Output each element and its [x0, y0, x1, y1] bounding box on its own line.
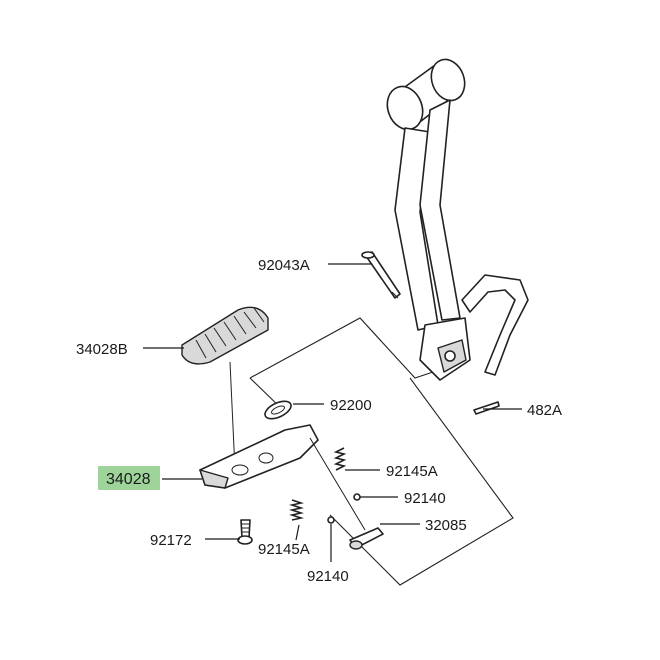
label-92140-bottom: 92140 [307, 568, 349, 585]
part-labels: 92043A 34028B 92200 482A 34028 92145A 92… [76, 257, 562, 585]
label-34028b: 34028B [76, 341, 128, 358]
label-92145a-right: 92145A [386, 463, 438, 480]
pin-92043a [361, 251, 401, 299]
label-92140-right: 92140 [404, 490, 446, 507]
bolt-92172 [237, 519, 253, 545]
ball-92140-right [353, 493, 361, 501]
spring-92145a-right [333, 447, 347, 471]
brake-pedal [386, 58, 529, 381]
label-92200: 92200 [330, 397, 372, 414]
label-482a: 482A [527, 402, 562, 419]
washer-92200 [264, 400, 292, 420]
label-92145a-bottom: 92145A [258, 541, 310, 558]
label-92172: 92172 [150, 532, 192, 549]
label-92043a: 92043A [258, 257, 310, 274]
footpeg-bracket-34028 [199, 424, 366, 531]
plate-32085 [349, 527, 384, 550]
cotter-pin-482a [473, 401, 500, 415]
label-34028: 34028 [106, 471, 151, 488]
label-32085: 32085 [425, 517, 467, 534]
highlight-box-34028 [98, 466, 160, 490]
leader-lines [143, 263, 522, 562]
ball-92140-bottom [327, 516, 335, 524]
spring-92145a-bottom [289, 499, 304, 521]
footpeg-rubber-34028b [181, 306, 269, 471]
